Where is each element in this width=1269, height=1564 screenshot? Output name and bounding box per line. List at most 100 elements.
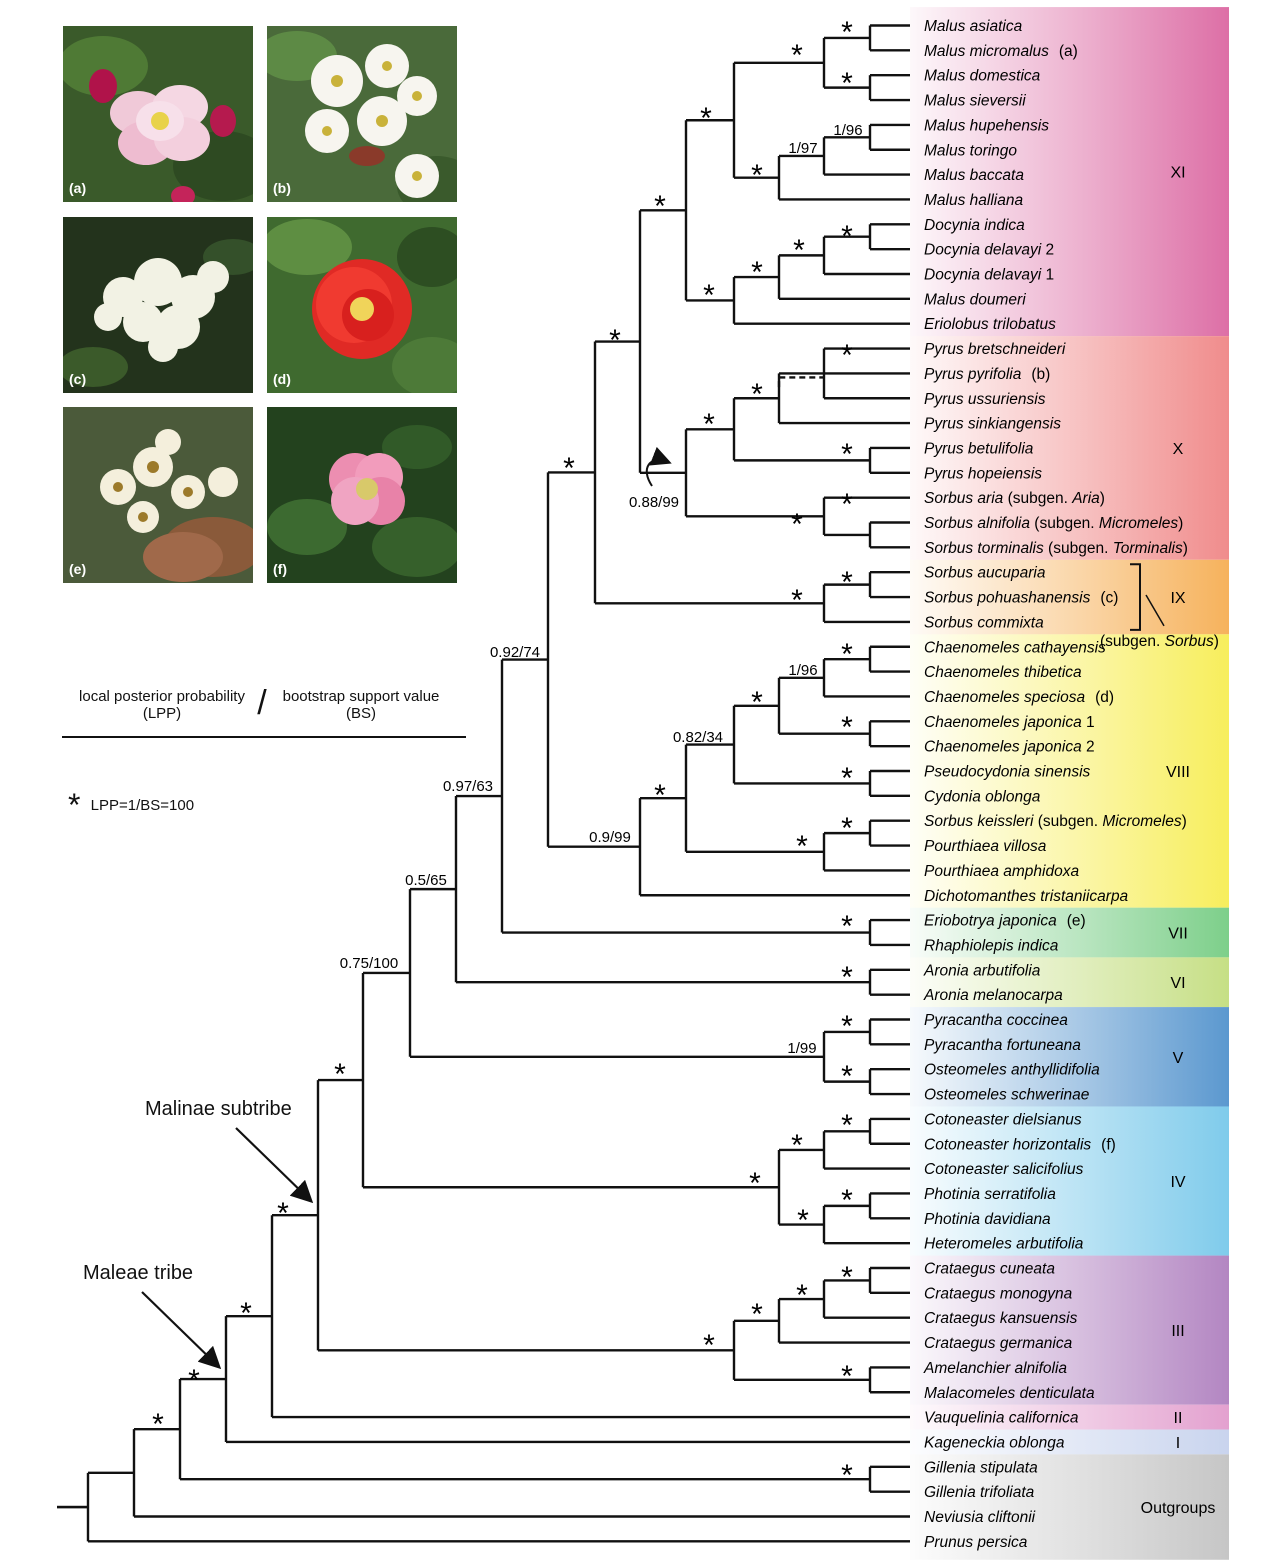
taxon-label: Malus toringo	[924, 142, 1017, 159]
support-star: *	[654, 779, 666, 812]
taxon-name: Gillenia trifoliata	[924, 1484, 1035, 1501]
taxon-name: Cotoneaster horizontalis	[924, 1136, 1091, 1153]
taxon-name: Sorbus alnifolia	[924, 515, 1030, 532]
photo-panel-c: (c)	[63, 217, 253, 393]
taxon-name: Prunus persica	[924, 1534, 1028, 1551]
support-star: *	[841, 339, 853, 372]
taxon-name: Sorbus torminalis	[924, 540, 1044, 557]
taxon-label: Chaenomeles japonica 2	[924, 739, 1095, 756]
taxon-name: Malus toringo	[924, 142, 1017, 159]
taxon-suffix: (subgen.	[1030, 515, 1099, 532]
taxon-label: Crataegus germanica	[924, 1335, 1073, 1352]
sorbus-bracket	[1130, 563, 1141, 631]
support-star: *	[751, 1298, 763, 1331]
support-value: 0.82/34	[673, 729, 723, 746]
support-star: *	[703, 408, 715, 441]
taxon-label: Docynia delavayi 2	[924, 242, 1054, 259]
support-value: 0.97/63	[443, 778, 493, 795]
legend-slash: /	[257, 684, 267, 722]
taxon-name: Dichotomanthes tristaniicarpa	[924, 888, 1129, 905]
taxon-name: Docynia delavayi	[924, 242, 1042, 259]
taxon-label: Sorbus pohuashanensis(c)	[924, 590, 1118, 607]
support-star: *	[841, 488, 853, 521]
support-star: *	[152, 1408, 164, 1441]
support-star: *	[841, 566, 853, 599]
support-star: *	[841, 220, 853, 253]
taxon-suffix: (subgen.	[1044, 540, 1113, 557]
taxon-name: Rhaphiolepis indica	[924, 937, 1059, 954]
support-star: *	[791, 508, 803, 541]
taxon-name: Photinia serratifolia	[924, 1186, 1056, 1203]
taxon-label: Pyrus sinkiangensis	[924, 416, 1061, 433]
photo-ref: (d)	[1095, 689, 1114, 706]
taxon-name: Osteomeles schwerinae	[924, 1087, 1090, 1104]
taxon-name: Sorbus pohuashanensis	[924, 590, 1091, 607]
support-star: *	[841, 910, 853, 943]
support-value: 0.75/100	[340, 955, 398, 972]
taxon-name: Crataegus germanica	[924, 1335, 1073, 1352]
clade-color-bands	[910, 7, 1229, 1560]
taxon-label: Cotoneaster horizontalis(f)	[924, 1136, 1116, 1153]
photo-label: (e)	[69, 561, 87, 577]
star-meaning: LPP=1/BS=100	[90, 796, 195, 814]
clade-band	[910, 1007, 1229, 1107]
photo-label: (d)	[273, 371, 291, 387]
clade-label: VII	[1168, 926, 1188, 943]
taxon-suffix: 2	[1041, 242, 1054, 259]
taxon-label: Amelanchier alnifolia	[923, 1360, 1067, 1377]
taxon-suffix-close: )	[1178, 515, 1183, 532]
taxon-label: Pourthiaea amphidoxa	[924, 863, 1079, 880]
taxon-name: Crataegus cuneata	[924, 1261, 1055, 1278]
taxon-label: Crataegus monogyna	[924, 1285, 1073, 1302]
clade-label: IV	[1170, 1174, 1185, 1191]
maleae-label: Maleae tribe	[83, 1262, 194, 1284]
support-star: *	[277, 1197, 289, 1230]
taxon-label: Vauquelinia californica	[924, 1410, 1079, 1427]
taxon-suffix-close: )	[1100, 490, 1105, 507]
curved-arrow	[645, 446, 672, 487]
taxon-name: Osteomeles anthyllidifolia	[924, 1062, 1100, 1079]
taxon-label: Eriolobus trilobatus	[924, 316, 1056, 333]
taxon-name: Pseudocydonia sinensis	[924, 764, 1091, 781]
taxon-name: Photinia davidiana	[924, 1211, 1051, 1228]
support-star: *	[751, 686, 763, 719]
taxon-name: Chaenomeles japonica	[924, 714, 1082, 731]
annotations: (subgen. Sorbus)	[141, 446, 1219, 1370]
support-star: *	[841, 438, 853, 471]
taxon-name: Pyracantha fortuneana	[924, 1037, 1081, 1054]
support-star: *	[240, 1297, 252, 1330]
subgenus-name: Micromeles	[1102, 813, 1181, 830]
taxon-label: Osteomeles schwerinae	[924, 1087, 1090, 1104]
taxon-label: Dichotomanthes tristaniicarpa	[924, 888, 1129, 905]
pyrus-flower-image	[267, 26, 457, 202]
taxon-name: Docynia indica	[924, 217, 1025, 234]
legend-star-key: * LPP=1/BS=100	[68, 789, 195, 821]
taxon-suffix: 1	[1041, 267, 1054, 284]
eriobotrya-flower-image	[63, 407, 253, 583]
taxon-name: Pyrus bretschneideri	[924, 341, 1066, 358]
clade-band	[910, 336, 1229, 560]
taxon-name: Cotoneaster dielsianus	[924, 1111, 1082, 1128]
taxon-label: Photinia serratifolia	[924, 1186, 1056, 1203]
dashed-branch	[777, 376, 824, 388]
support-star: *	[703, 1329, 715, 1362]
photo-label: (c)	[69, 371, 87, 387]
photo-panel-b: (b)	[267, 26, 457, 202]
taxon-label: Docynia indica	[924, 217, 1025, 234]
taxon-label: Malus hupehensis	[924, 117, 1049, 134]
support-star: *	[796, 1279, 808, 1312]
taxon-label: Pseudocydonia sinensis	[924, 764, 1091, 781]
taxon-name: Vauquelinia californica	[924, 1410, 1079, 1427]
support-star: *	[841, 1109, 853, 1142]
taxon-name: Malus sieversii	[924, 93, 1026, 110]
taxon-label: Cotoneaster salicifolius	[924, 1161, 1084, 1178]
taxon-suffix: 2	[1082, 739, 1095, 756]
support-star: *	[751, 159, 763, 192]
legend-rule	[62, 736, 466, 738]
support-star: *	[703, 279, 715, 312]
taxon-label: Malacomeles denticulata	[924, 1385, 1095, 1402]
support-star: *	[841, 1360, 853, 1393]
taxon-label: Pyrus bretschneideri	[924, 341, 1066, 358]
